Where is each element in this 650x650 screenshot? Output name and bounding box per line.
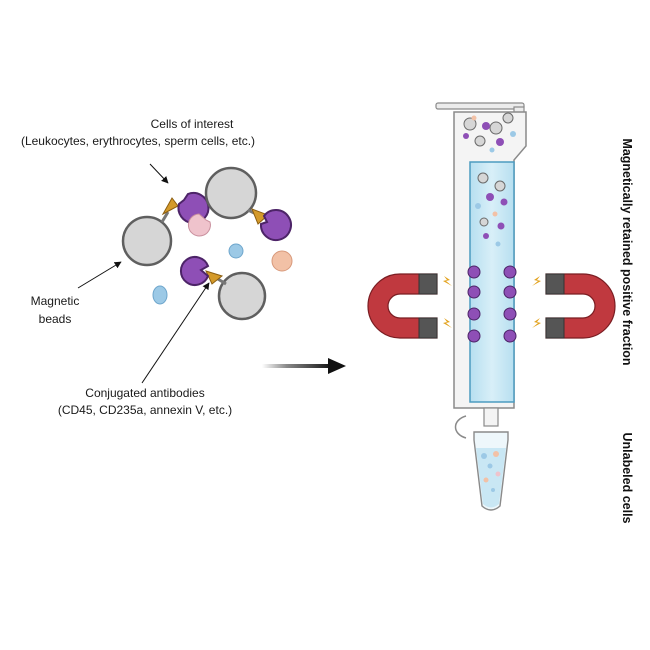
unlabeled-cell-blue [228,243,244,259]
magnet-right [545,273,616,339]
retained-fraction-label: Magnetically retained positive fraction [620,138,634,365]
column-outlet [483,407,499,427]
magnet-pole [545,273,565,295]
antibodies-label-line1: Conjugated antibodies [85,386,204,400]
target-cell [180,256,210,286]
cells-of-interest-pointer [149,163,169,184]
bead-antibody-cell-complex-b [204,166,292,242]
magnetic-beads-pointer [77,261,122,289]
unlabeled-cell-pink [187,213,211,237]
target-cell [259,209,292,242]
cells-of-interest-label: Cells of interest [151,117,234,131]
magnetic-beads-label-line2: beads [39,312,72,326]
labeling-schematic: Cells of interest (Leukocytes, erythrocy… [21,117,293,417]
bead-antibody-cell-complex-c [180,256,267,321]
antibodies-label-line2: (CD45, CD235a, annexin V, etc.) [58,403,232,417]
separation-column [435,102,527,511]
magnetic-beads-label-line1: Magnetic [31,294,80,308]
magnetic-bead [204,166,258,220]
retained-cells [467,265,517,343]
magnetic-force-sparks [443,276,541,328]
bead-antibody-cell-complex-a [121,191,210,267]
conjugated-antibody [205,270,224,285]
unlabeled-cell-peach [271,250,293,272]
magnet-pole [418,317,438,339]
magnetic-bead [121,215,173,267]
unlabeled-cell-blue [152,285,168,305]
cells-of-interest-examples-label: (Leukocytes, erythrocytes, sperm cells, … [21,134,255,148]
column-cap [435,102,525,110]
process-arrow [262,358,346,374]
magnetic-bead [217,271,267,321]
antibody-linker [217,277,227,286]
antibody-linker [160,211,170,223]
unlabeled-cells-label: Unlabeled cells [620,432,634,523]
antibodies-pointer [141,282,210,384]
magnet-pole [418,273,438,295]
tube-liquid [476,448,506,508]
reservoir-cells [463,112,516,153]
unlabeled-collected-cells [481,451,501,492]
magnet-pole [545,317,565,339]
magnet-left [367,273,438,339]
conjugated-antibody [251,208,269,225]
tube-cap-hinge [454,415,467,439]
conjugated-antibody [161,197,179,216]
column-cells-upper [475,172,508,247]
